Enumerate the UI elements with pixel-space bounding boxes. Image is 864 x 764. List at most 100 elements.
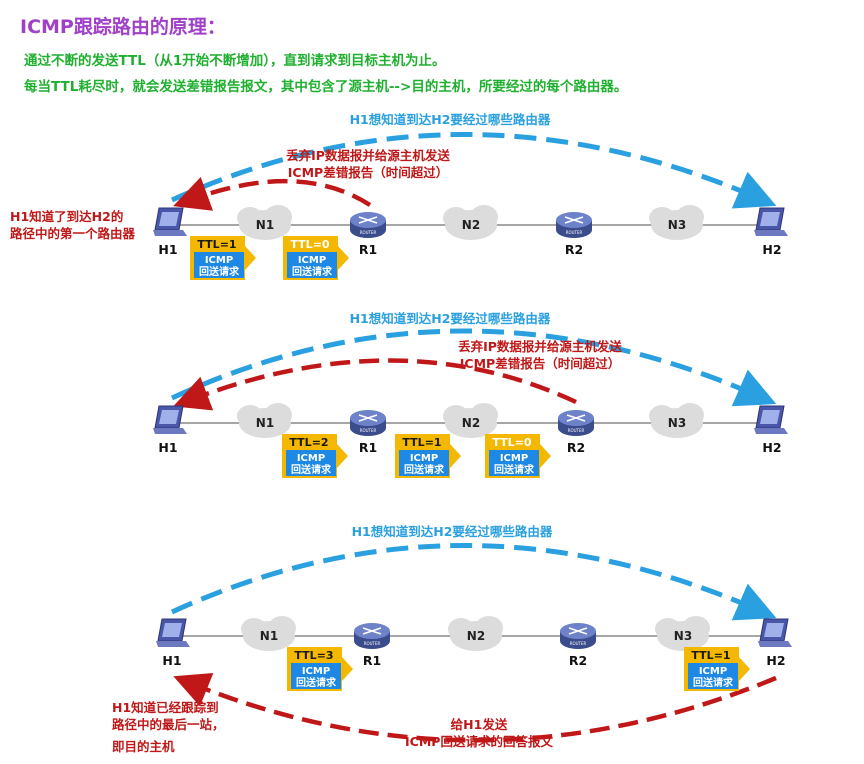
query-arc <box>170 328 777 407</box>
packet: TTL=2 ICMP 回送请求 <box>282 434 348 478</box>
h1-label: H1 <box>158 440 177 455</box>
packet: TTL=3 ICMP 回送请求 <box>287 647 353 691</box>
n3-label: N3 <box>674 629 692 643</box>
h2-label: H2 <box>766 653 785 668</box>
panel-2: H1想知道到达H2要经过哪些路由器 丢弃IP数据报并给源主机发送 ICMP差错报… <box>153 311 788 478</box>
r1-label: R1 <box>359 440 377 455</box>
packet-ttl: TTL=0 <box>290 238 329 251</box>
packet-echo: 回送请求 <box>404 463 445 476</box>
router-tag: ROUTER <box>568 428 585 433</box>
packet-icmp: ICMP <box>205 255 233 266</box>
side-note-1: H1知道了到达H2的 <box>10 209 123 224</box>
host-h2 <box>754 207 788 236</box>
router-r2: ROUTER <box>558 410 594 436</box>
host-h2 <box>758 618 792 647</box>
r2-label: R2 <box>565 242 583 257</box>
host-h1 <box>156 618 190 647</box>
page-title: ICMP跟踪路由的原理： <box>20 16 226 38</box>
packet-ttl: TTL=1 <box>197 238 236 251</box>
intro-line-2: 每当TTL耗尽时，就会发送差错报告报文，其中包含了源主机-->目的主机，所要经过… <box>24 79 628 95</box>
cloud-n2 <box>443 205 498 240</box>
intro-line-1: 通过不断的发送TTL（从1开始不断增加），直到请求到目标主机为止。 <box>24 53 446 69</box>
side-note-2: 路径中的第一个路由器 <box>10 226 136 241</box>
query-arc <box>170 543 777 621</box>
router-r1: ROUTER <box>350 212 386 238</box>
reply-arc-label-1: 给H1发送 <box>451 717 508 732</box>
router-tag: ROUTER <box>364 641 381 646</box>
packet: TTL=1 ICMP 回送请求 <box>684 647 750 691</box>
host-h1 <box>153 405 187 434</box>
n1-label: N1 <box>256 416 274 430</box>
cloud-n2 <box>448 616 503 651</box>
packet-ttl: TTL=1 <box>691 649 730 662</box>
cloud-n1 <box>237 403 292 438</box>
packet-icmp: ICMP <box>500 453 528 464</box>
packet-ttl: TTL=1 <box>402 436 441 449</box>
reply-arc-label-2: ICMP差错报告（时间超过） <box>288 165 448 180</box>
router-r2: ROUTER <box>556 212 592 238</box>
panel-1: H1想知道到达H2要经过哪些路由器 丢弃IP数据报并给源主机发送 ICMP差错报… <box>10 112 788 280</box>
packet-icmp: ICMP <box>302 666 330 677</box>
query-arc <box>170 132 777 209</box>
cloud-n1 <box>241 616 296 651</box>
packet-icmp: ICMP <box>297 453 325 464</box>
packet-icmp: ICMP <box>298 255 326 266</box>
cloud-n3 <box>649 403 704 438</box>
packet: TTL=1 ICMP 回送请求 <box>190 236 256 280</box>
packet-echo: 回送请求 <box>494 463 535 476</box>
h2-label: H2 <box>762 440 781 455</box>
packet-echo: 回送请求 <box>693 676 734 689</box>
router-tag: ROUTER <box>570 641 587 646</box>
packet: TTL=0 ICMP 回送请求 <box>283 236 349 280</box>
packet-echo: 回送请求 <box>296 676 337 689</box>
packet-echo: 回送请求 <box>292 265 333 278</box>
packet-echo: 回送请求 <box>291 463 332 476</box>
h2-label: H2 <box>762 242 781 257</box>
packet: TTL=0 ICMP 回送请求 <box>485 434 551 478</box>
h1-label: H1 <box>158 242 177 257</box>
packet-ttl: TTL=3 <box>294 649 333 662</box>
h1-label: H1 <box>162 653 181 668</box>
side-note-2: 路径中的最后一站， <box>112 717 225 732</box>
router-r2: ROUTER <box>560 623 596 649</box>
n2-label: N2 <box>467 629 485 643</box>
r2-label: R2 <box>569 653 587 668</box>
query-arc-label: H1想知道到达H2要经过哪些路由器 <box>352 524 553 539</box>
r1-label: R1 <box>359 242 377 257</box>
n2-label: N2 <box>462 218 480 232</box>
router-r1: ROUTER <box>350 410 386 436</box>
side-note-3: 即目的主机 <box>112 739 175 754</box>
packet: TTL=1 ICMP 回送请求 <box>395 434 461 478</box>
reply-arc-label-2: ICMP差错报告（时间超过） <box>460 356 620 371</box>
cloud-n3 <box>655 616 710 651</box>
cloud-n1 <box>237 205 292 240</box>
reply-arc-label-1: 丢弃IP数据报并给源主机发送 <box>458 339 622 354</box>
n2-label: N2 <box>462 416 480 430</box>
query-arc-label: H1想知道到达H2要经过哪些路由器 <box>350 311 551 326</box>
reply-arc <box>173 673 777 743</box>
packet-icmp: ICMP <box>410 453 438 464</box>
reply-arc-label-2: ICMP回送请求的回答报文 <box>405 734 553 749</box>
cloud-n2 <box>443 403 498 438</box>
reply-arc <box>173 176 372 211</box>
side-note-1: H1知道已经跟踪到 <box>112 700 219 715</box>
packet-icmp: ICMP <box>699 666 727 677</box>
n3-label: N3 <box>668 218 686 232</box>
query-arc-label: H1想知道到达H2要经过哪些路由器 <box>350 112 551 127</box>
packet-echo: 回送请求 <box>199 265 240 278</box>
r1-label: R1 <box>363 653 381 668</box>
r2-label: R2 <box>567 440 585 455</box>
cloud-n3 <box>649 205 704 240</box>
router-tag: ROUTER <box>360 230 377 235</box>
panel-3: H1想知道到达H2要经过哪些路由器 给H1发送 ICMP回送请求的回答报文 H1… <box>112 524 792 754</box>
reply-arc-label-1: 丢弃IP数据报并给源主机发送 <box>286 148 450 163</box>
packet-ttl: TTL=0 <box>492 436 531 449</box>
host-h1 <box>153 207 187 236</box>
host-h2 <box>754 405 788 434</box>
reply-arc <box>173 358 577 411</box>
n3-label: N3 <box>668 416 686 430</box>
router-tag: ROUTER <box>360 428 377 433</box>
n1-label: N1 <box>256 218 274 232</box>
packet-ttl: TTL=2 <box>289 436 328 449</box>
